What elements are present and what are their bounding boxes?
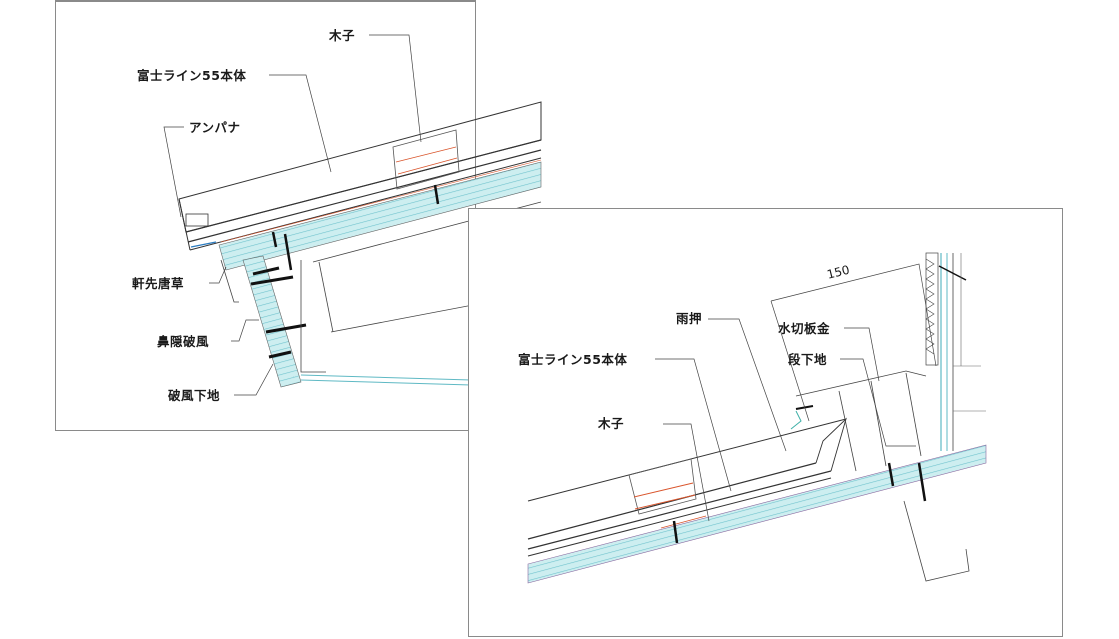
label-anpana: アンパナ (189, 120, 241, 135)
label-roofing: 富士ライン55本体 (518, 352, 627, 367)
wall-junction-drawing: 150 雨押 富士ライン55本体 木子 水切板金 段下地 (518, 252, 987, 584)
label-komaki: 木子 (328, 28, 355, 43)
eave-section-drawing: 木子 富士ライン55本体 アンパナ 軒先唐草 鼻隠破風 破風下地 (132, 28, 542, 422)
label-roofing: 富士ライン55本体 (137, 68, 246, 83)
label-flashing: 雨押 (676, 311, 702, 326)
label-fascia-base: 破風下地 (168, 388, 220, 403)
label-water-stop: 水切板金 (778, 321, 830, 336)
dimension-150: 150 (825, 263, 851, 282)
label-base: 段下地 (788, 352, 827, 367)
eave-detail-panel: 木子 富士ライン55本体 アンパナ 軒先唐草 鼻隠破風 破風下地 (55, 0, 542, 431)
wall-junction-panel: 150 雨押 富士ライン55本体 木子 水切板金 段下地 (468, 208, 1063, 637)
label-fascia: 軒先唐草 (132, 276, 184, 291)
label-komaki: 木子 (597, 416, 624, 431)
label-eave-board: 鼻隠破風 (157, 334, 209, 349)
